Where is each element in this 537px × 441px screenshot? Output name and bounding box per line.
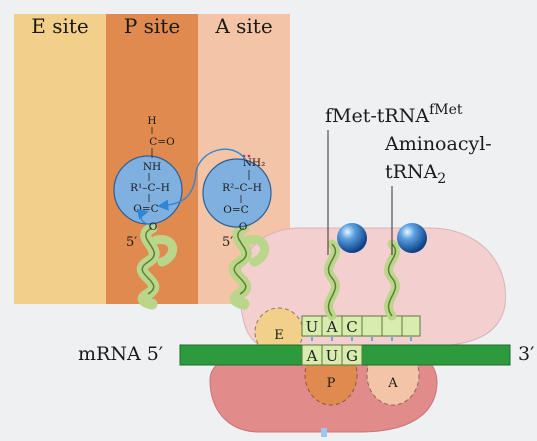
- a-trna-5prime: 5′: [222, 235, 233, 250]
- trna2-label: tRNA2: [385, 161, 446, 187]
- electron-arrow: [136, 208, 151, 225]
- ribosome-trnas: [324, 239, 400, 321]
- p-chem-o: O: [149, 221, 158, 233]
- ribosome-a-label: A: [387, 376, 398, 391]
- a-chem-carbonyl: O=C: [223, 204, 248, 216]
- p-chem-h: H: [147, 115, 156, 127]
- fmet-amino-acid-sphere: [337, 223, 367, 253]
- codon-base-2: U: [326, 347, 339, 365]
- a-chem-nh2: NH₂: [243, 157, 266, 169]
- p-site-label: P site: [124, 14, 180, 38]
- codon-row: A U G: [301, 344, 363, 366]
- p-chem-r1-row: R¹–C–H: [130, 182, 170, 194]
- a-site-label: A site: [214, 14, 272, 38]
- fmet-trna-label: fMet-tRNAfMet: [325, 102, 463, 127]
- p-trna-5prime: 5′: [126, 235, 137, 250]
- codon-base-3: G: [346, 347, 358, 365]
- anticodon-base-3: C: [346, 318, 357, 336]
- p-chem-carbonyl: O=C: [133, 203, 158, 215]
- anticodon-base-2: A: [326, 318, 338, 336]
- a-chem-o: O: [239, 221, 248, 233]
- p-chem-aldehyde: C=O: [149, 136, 175, 148]
- p-chem-nh: NH: [143, 161, 161, 173]
- e-site-label: E site: [31, 14, 89, 38]
- a-chem-r2-row: R²–C–H: [222, 182, 262, 194]
- mrna-3prime-label: 3′: [518, 343, 534, 365]
- a-site-chemistry: NH₂ R²–C–H O=C O: [222, 154, 266, 233]
- codon-base-1: A: [306, 347, 318, 365]
- panel-trnas: [136, 222, 269, 310]
- ribosome-p-label: P: [327, 376, 336, 391]
- base-pair-lines: [311, 337, 412, 344]
- bottom-marker: [321, 428, 327, 437]
- e-site-panel: [14, 14, 106, 304]
- a-site-amino-acid-circle: [202, 158, 272, 228]
- attack-arrow: [157, 148, 247, 211]
- anticodon-base-1: U: [306, 318, 319, 336]
- ribosome-e-label: E: [274, 328, 284, 343]
- anticodon-row: U A C: [301, 315, 421, 337]
- aminoacyl-label: Aminoacyl-: [384, 133, 492, 155]
- mrna-5prime-label: mRNA 5′: [78, 343, 163, 365]
- aminoacyl-amino-acid-sphere: [397, 223, 427, 253]
